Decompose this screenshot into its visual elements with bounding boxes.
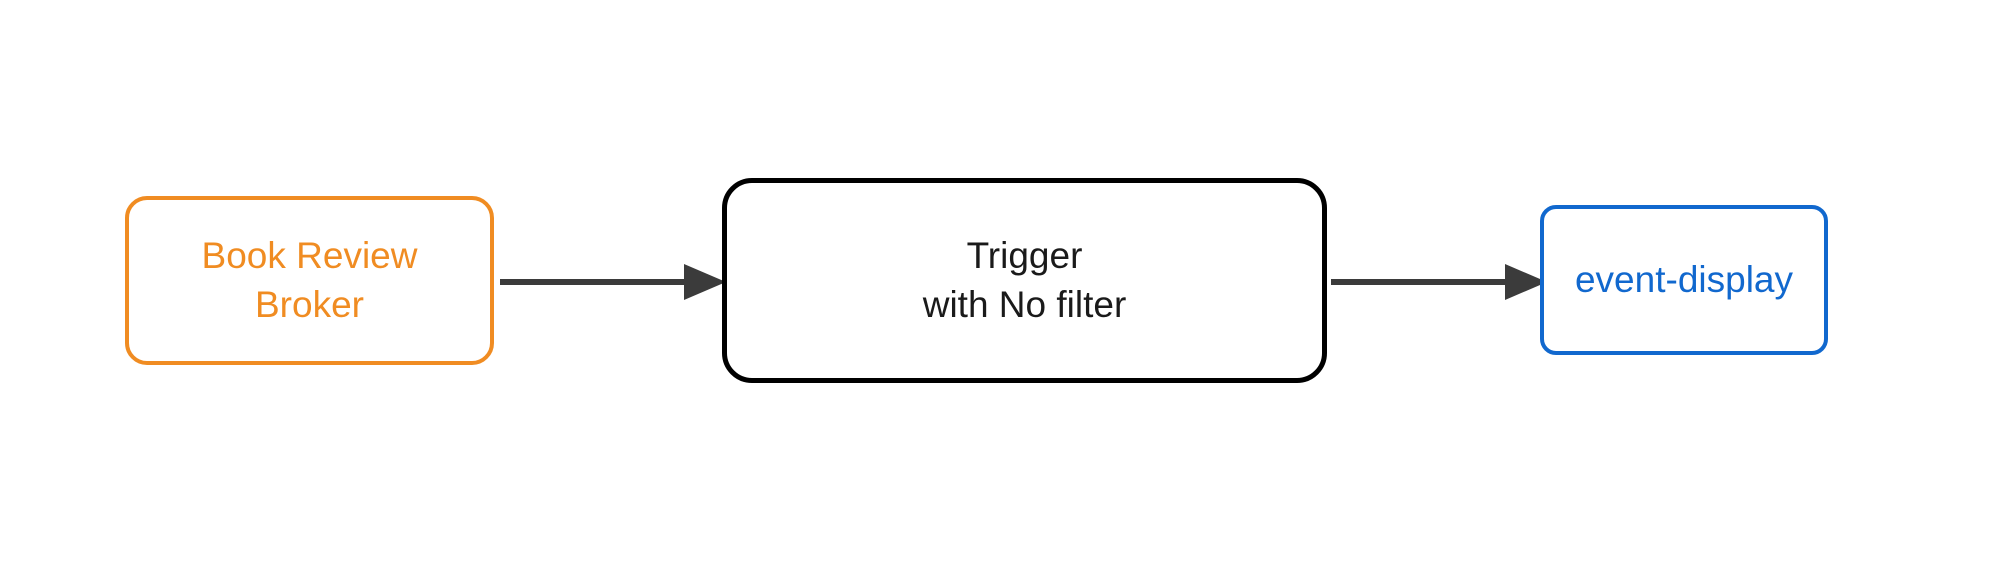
node-book-review-broker[interactable]: Book Review Broker — [125, 196, 494, 365]
node-label-broker: Book Review Broker — [201, 235, 418, 325]
edge-trigger-to-event-display — [1327, 258, 1549, 306]
node-trigger-with-no-filter[interactable]: Trigger with No filter — [722, 178, 1327, 383]
edge-broker-to-trigger-svg — [500, 264, 726, 300]
edge-trigger-to-event-display-svg — [1331, 264, 1547, 300]
node-label-trigger: Trigger with No filter — [922, 235, 1127, 325]
arrowhead-icon — [684, 264, 726, 300]
node-event-display[interactable]: event-display — [1540, 205, 1828, 355]
edge-broker-to-trigger — [494, 258, 728, 306]
node-label-event-display: event-display — [1574, 258, 1793, 300]
